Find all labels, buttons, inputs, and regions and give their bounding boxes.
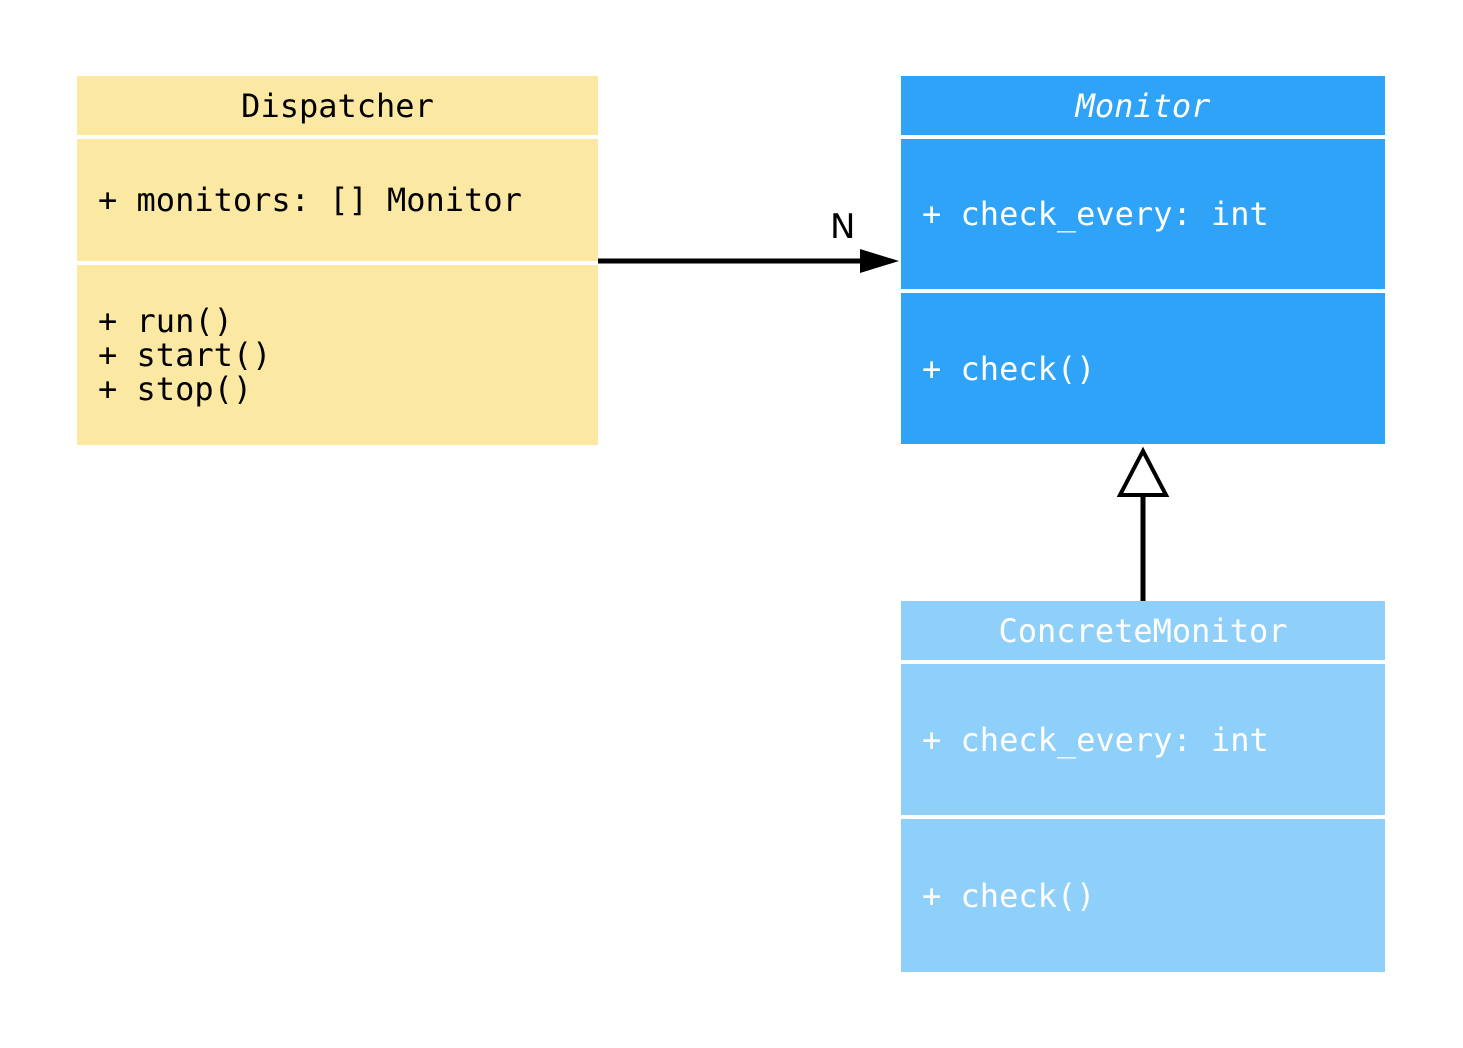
inheritance-edge-concrete-monitor-monitor <box>1116 446 1170 601</box>
attribute-monitors: + monitors: [] Monitor <box>98 181 522 219</box>
class-attributes-concrete-monitor: + check_every: int <box>901 664 1385 815</box>
class-box-dispatcher: Dispatcher + monitors: [] Monitor + run(… <box>77 76 598 445</box>
association-arrowhead-icon <box>860 249 899 273</box>
class-methods-monitor: + check() <box>901 293 1385 444</box>
class-title-concrete-monitor: ConcreteMonitor <box>901 601 1385 660</box>
class-methods-dispatcher: + run() + start() + stop() <box>77 265 598 445</box>
attribute-check-every: + check_every: int <box>922 195 1269 233</box>
attribute-check-every: + check_every: int <box>922 720 1269 759</box>
method-check: + check() <box>922 349 1096 388</box>
association-multiplicity-label: N <box>830 207 856 247</box>
class-attributes-dispatcher: + monitors: [] Monitor <box>77 139 598 261</box>
method-stop: + stop() <box>98 370 253 408</box>
class-title-monitor: Monitor <box>901 76 1385 135</box>
class-attributes-monitor: + check_every: int <box>901 139 1385 289</box>
class-title-dispatcher: Dispatcher <box>77 76 598 135</box>
method-check: + check() <box>922 876 1096 915</box>
class-box-concrete-monitor: ConcreteMonitor + check_every: int + che… <box>901 601 1385 972</box>
method-start: + start() <box>98 336 272 374</box>
association-edge-dispatcher-monitor <box>598 249 899 273</box>
method-run: + run() <box>98 302 233 340</box>
inheritance-hollow-triangle-icon <box>1116 446 1170 497</box>
class-methods-concrete-monitor: + check() <box>901 819 1385 972</box>
class-box-monitor: Monitor + check_every: int + check() <box>901 76 1385 444</box>
